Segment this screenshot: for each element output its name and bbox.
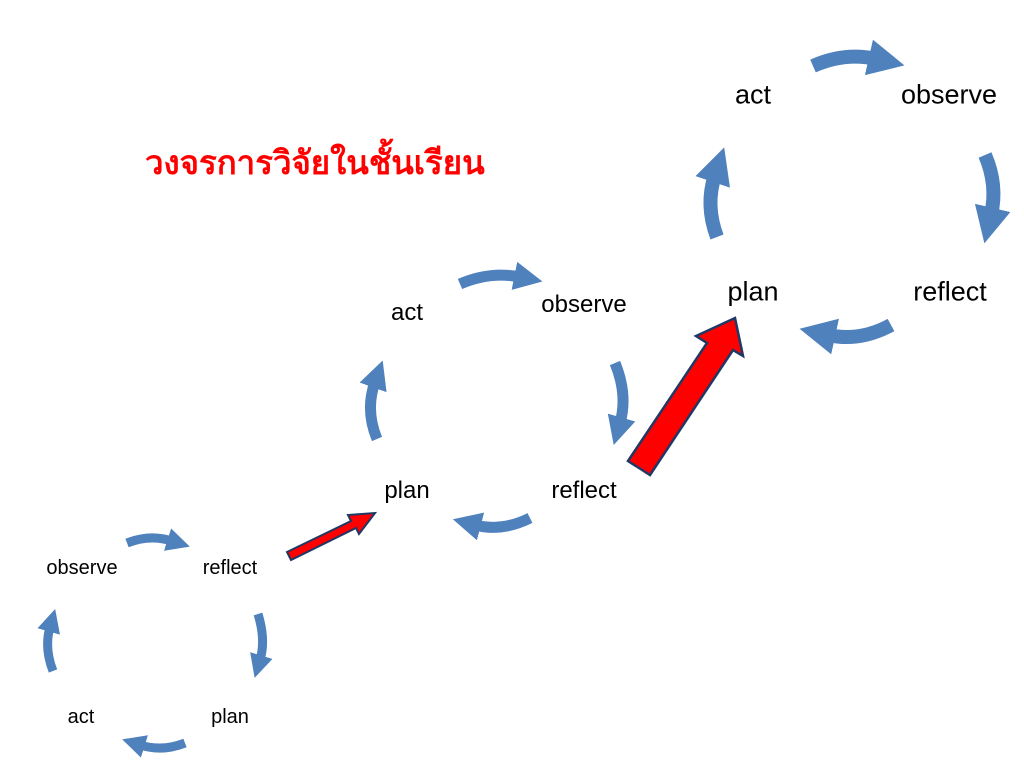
cycle-2-arrows	[359, 261, 636, 541]
cycle-2-arrow-observe-to-reflect	[607, 360, 636, 446]
cycle-1-observe-label: observe	[46, 557, 118, 579]
cycle-2-act-label: act	[390, 299, 424, 326]
cycle-3-arrow-observe-to-reflect	[974, 152, 1011, 244]
cycle-1-arrow-reflect-to-plan	[250, 612, 273, 678]
cycle-3-reflect-label: reflect	[913, 276, 987, 307]
cycle-3-plan-label: plan	[727, 276, 779, 307]
cycle-3-arrow-plan-to-act	[695, 147, 730, 240]
cycle-2-arrow-reflect-to-plan	[452, 512, 533, 541]
cycle-1-arrow-observe-to-reflect	[125, 528, 190, 551]
cycle-2-arrow-act-to-observe	[457, 261, 543, 290]
cycle-1-arrow-act-to-observe	[37, 608, 60, 673]
cycle-3-arrow-reflect-to-plan	[799, 318, 895, 355]
transition-arrow-large	[626, 316, 745, 477]
cycle-1-reflect-label: reflect	[202, 557, 258, 579]
cycle-2-plan-label: plan	[384, 477, 430, 504]
cycle-1-act-label: act	[67, 706, 95, 728]
cycle-2-observe-label: observe	[541, 291, 627, 318]
cycle-3-act-label: act	[734, 79, 772, 110]
cycle-1-arrows	[37, 528, 273, 758]
cycle-2-reflect-label: reflect	[551, 477, 617, 504]
cycle-1-arrow-plan-to-act	[122, 735, 187, 758]
transition-arrow-small	[285, 511, 378, 562]
cycle-1-plan-label: plan	[211, 706, 249, 728]
cycle-3-observe-label: observe	[900, 79, 998, 110]
cycle-2-arrow-plan-to-act	[359, 360, 387, 442]
cycle-3-arrows	[695, 39, 1011, 355]
cycle-3-arrow-act-to-observe	[810, 39, 905, 76]
slide-title: วงจรการวิจัยในชั้นเรียน	[145, 143, 485, 182]
